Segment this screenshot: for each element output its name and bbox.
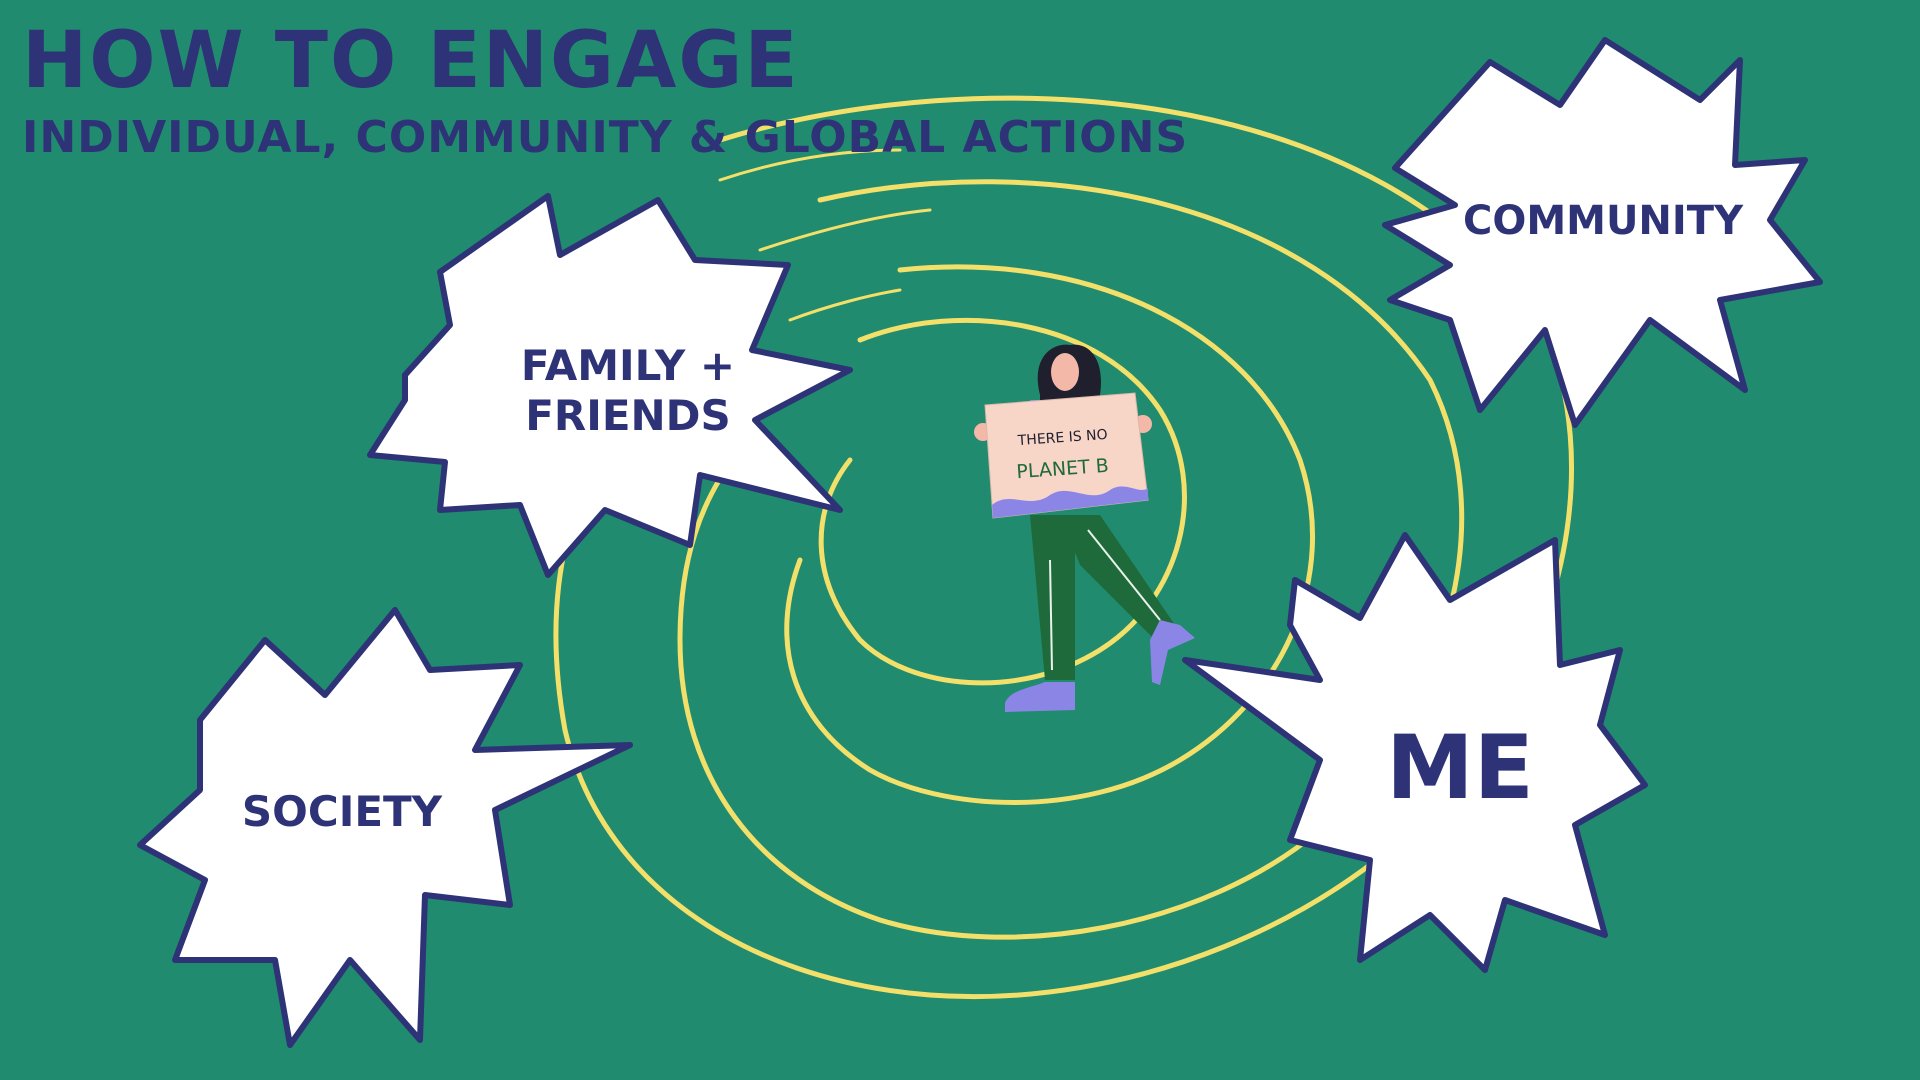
spiral-ring-inner — [818, 317, 1187, 686]
figure-pants-highlight — [1049, 529, 1161, 671]
community-bubble: COMMUNITY — [1382, 37, 1823, 428]
figure-face — [1051, 353, 1079, 391]
me-label: ME — [1386, 716, 1534, 819]
me-bubble: ME — [1182, 532, 1648, 973]
community-burst — [1382, 37, 1823, 428]
spiral-ring-3 — [784, 264, 1315, 805]
spiral-tail-3 — [788, 288, 902, 322]
spiral-ring-2 — [677, 179, 1465, 940]
society-bubble: SOCIETY — [137, 607, 633, 1048]
protest-sign: THERE IS NO PLANET B — [984, 392, 1149, 519]
sign-text-line1: THERE IS NO — [1016, 427, 1108, 449]
family-friends-burst — [367, 193, 853, 578]
page-title: HOW TO ENGAGE — [22, 16, 800, 106]
community-label: COMMUNITY — [1463, 198, 1744, 244]
me-burst — [1182, 532, 1648, 973]
activist-figure: THERE IS NO PLANET B — [974, 344, 1195, 712]
figure-shoe-left — [1005, 682, 1075, 712]
figure-shoe-right — [1150, 620, 1195, 685]
figure-pants-right — [1060, 515, 1175, 640]
page-subtitle: INDIVIDUAL, COMMUNITY & GLOBAL ACTIONS — [22, 112, 1189, 163]
society-burst — [137, 607, 633, 1048]
family-friends-bubble: FAMILY + FRIENDS — [367, 193, 853, 578]
family-friends-label-line1: FAMILY + — [521, 341, 735, 390]
society-label: SOCIETY — [242, 787, 443, 836]
spiral-tail-2 — [758, 208, 932, 252]
family-friends-label-line2: FRIENDS — [525, 391, 731, 440]
protest-sign-wave — [992, 486, 1148, 518]
spiral-tail-1 — [718, 148, 902, 182]
figure-pants-left — [1030, 515, 1075, 680]
